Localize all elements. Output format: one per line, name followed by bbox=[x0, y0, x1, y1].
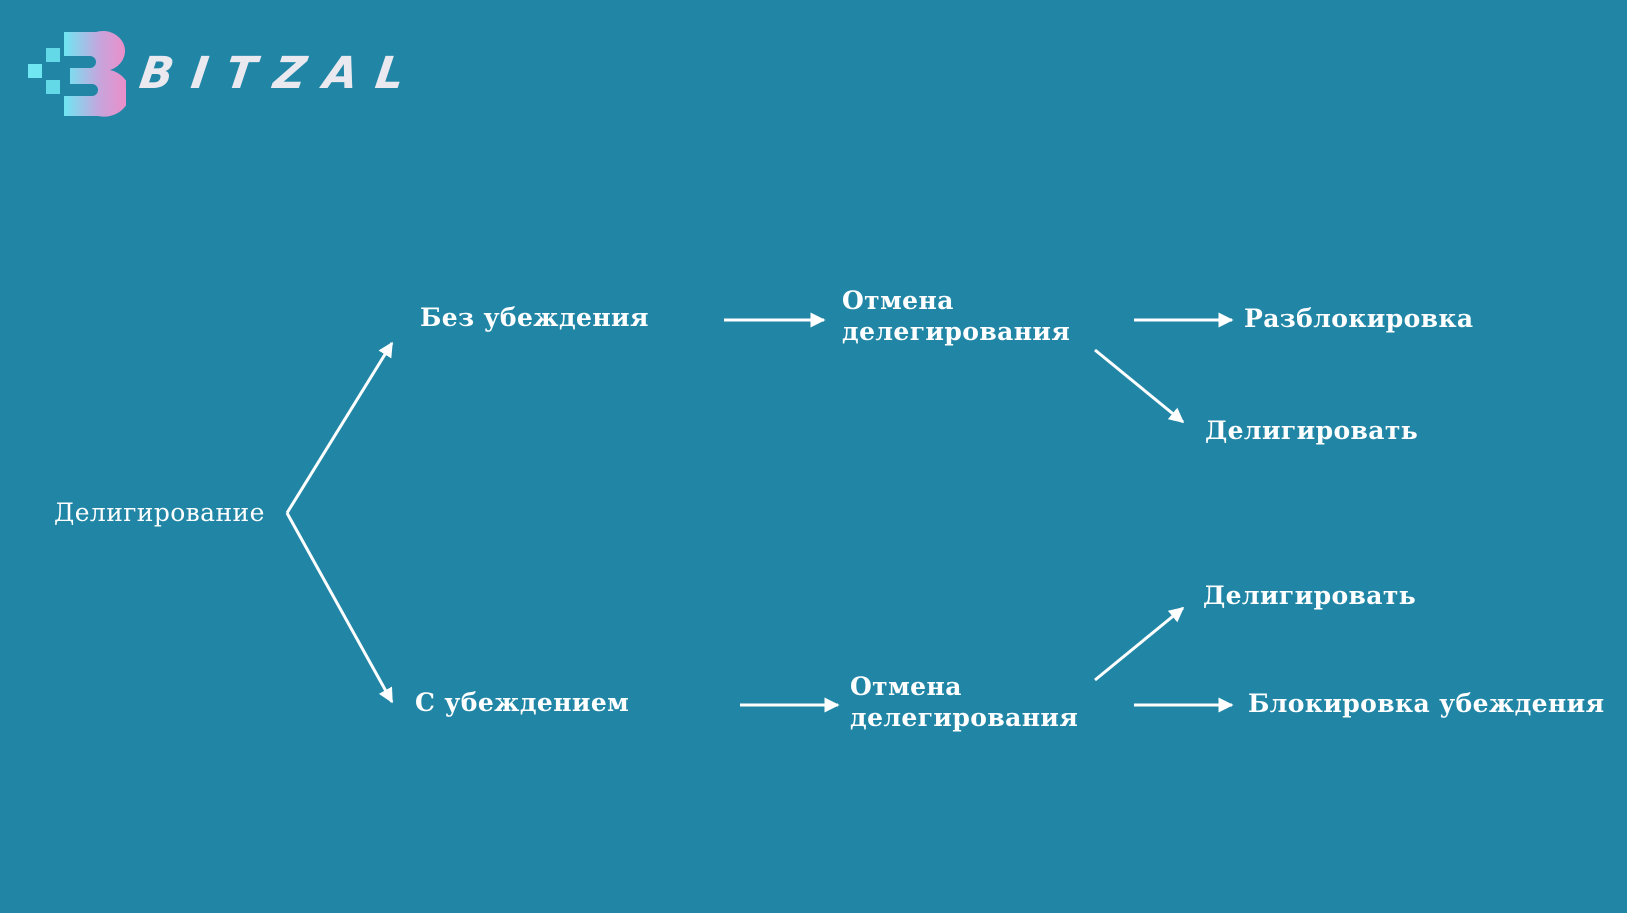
arrow-cancel-bottom-to-delegate-bottom bbox=[1094, 606, 1185, 682]
node-cancel-delegation-top: Отмена делегирования bbox=[842, 286, 1071, 346]
arrow-root-to-with-conviction bbox=[285, 512, 394, 704]
node-unlock: Разблокировка bbox=[1244, 304, 1474, 333]
node-cancel-delegation-bottom: Отмена делегирования bbox=[850, 672, 1079, 732]
bitzal-logo: BITZAL bbox=[26, 30, 496, 120]
arrow-root-to-no-conviction bbox=[285, 341, 394, 514]
bitzal-b-icon bbox=[28, 30, 126, 117]
node-delegate-bottom: Делигировать bbox=[1203, 581, 1417, 610]
node-root: Делигирование bbox=[54, 498, 265, 527]
arrow-cancel-top-to-delegate-top bbox=[1094, 348, 1185, 424]
node-delegate-top: Делигировать bbox=[1205, 416, 1419, 445]
node-lock-conviction: Блокировка убеждения bbox=[1248, 689, 1605, 718]
node-with-conviction: С убеждением bbox=[415, 688, 630, 717]
node-no-conviction: Без убеждения bbox=[420, 303, 649, 332]
